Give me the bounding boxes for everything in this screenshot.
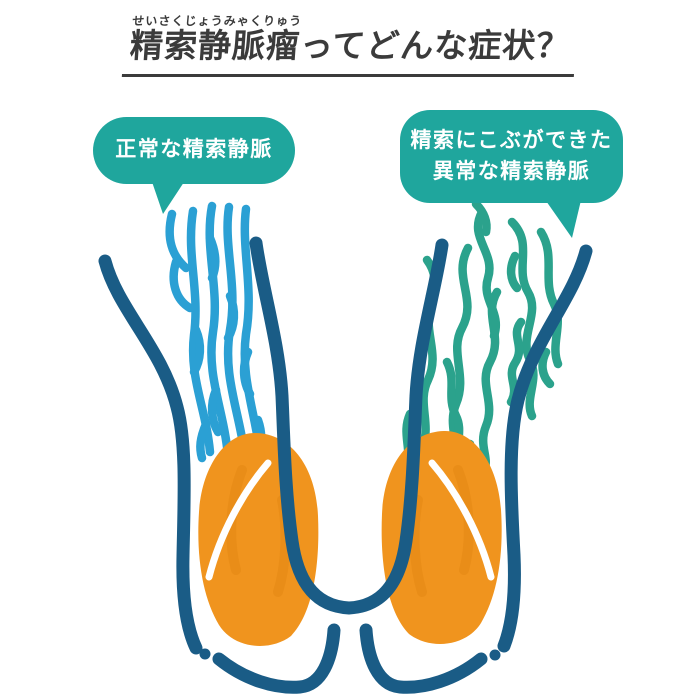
outer-line-left bbox=[98, 254, 203, 655]
spermatic-cord-line bbox=[249, 236, 449, 615]
bubble-tail-right bbox=[544, 196, 582, 238]
label-normal-vein: 正常な精索静脈 bbox=[93, 117, 295, 184]
label-abnormal-vein: 精索にこぶができた 異常な精索静脈 bbox=[400, 110, 623, 203]
highlight-left bbox=[205, 459, 272, 581]
title-text: 精索静脈瘤せいさくじょうみゃくりゅうってどんな症状？ bbox=[121, 14, 579, 77]
title-ruby: 精索静脈瘤せいさくじょうみゃくりゅう bbox=[128, 14, 302, 64]
sac-bottom-right bbox=[359, 623, 488, 694]
title-furigana: せいさくじょうみゃくりゅう bbox=[131, 14, 303, 28]
sac-bottom-left bbox=[212, 623, 341, 694]
outer-line-right bbox=[497, 244, 593, 653]
label-abnormal-line1: 精索にこぶができた bbox=[410, 129, 613, 153]
sketch-dot-left bbox=[199, 648, 211, 660]
label-abnormal-line2: 異常な精索静脈 bbox=[432, 159, 591, 183]
highlight-right bbox=[428, 459, 495, 581]
right-testis bbox=[381, 430, 502, 644]
bubble-tail-left bbox=[150, 176, 188, 214]
title-base: 精索静脈瘤 bbox=[128, 27, 302, 64]
page-title: 精索静脈瘤せいさくじょうみゃくりゅうってどんな症状？ bbox=[0, 14, 700, 77]
sketch-dot-right bbox=[489, 649, 501, 661]
left-testis bbox=[198, 432, 319, 646]
label-normal-text: 正常な精索静脈 bbox=[115, 138, 273, 162]
scrotum-outline bbox=[98, 236, 593, 694]
title-suffix: ってどんな症状？ bbox=[298, 27, 572, 64]
